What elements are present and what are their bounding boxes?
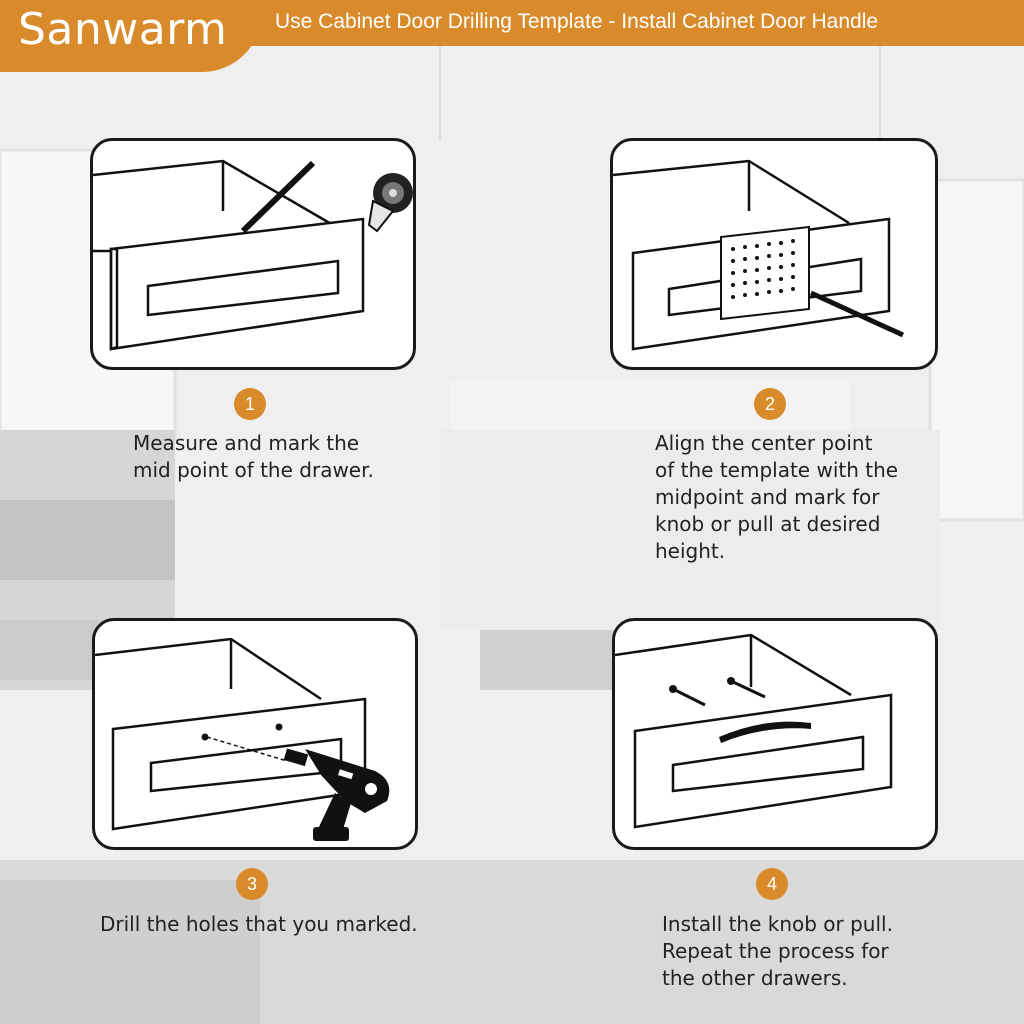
step-3-badge: 3 <box>236 868 268 900</box>
power-drill-icon <box>283 748 390 841</box>
drawer-pull-icon <box>719 721 811 743</box>
screws <box>672 679 766 707</box>
step-1-badge: 1 <box>234 388 266 420</box>
pencil-icon <box>809 290 905 338</box>
drawer-drawing <box>93 159 413 351</box>
drawer-drawing <box>95 637 390 841</box>
step-4-illustration <box>612 618 938 850</box>
ruler-icon <box>240 160 316 234</box>
step-1-illustration <box>90 138 416 370</box>
step-3-caption: Drill the holes that you marked. <box>100 912 418 936</box>
drawer-drawing <box>615 633 893 829</box>
step-4-badge: 4 <box>756 868 788 900</box>
brand-box <box>0 0 262 72</box>
drawer-drawing <box>613 159 905 351</box>
drilling-template-icon <box>720 225 810 321</box>
brand-logo: Sanwarm <box>18 4 228 55</box>
step-2-badge: 2 <box>754 388 786 420</box>
step-2-caption: Align the center point of the template w… <box>655 431 899 563</box>
title-bar <box>250 0 1024 46</box>
step-1-caption: Measure and mark the mid point of the dr… <box>133 431 374 482</box>
step-2-illustration <box>610 138 938 370</box>
page-title: Use Cabinet Door Drilling Template - Ins… <box>275 10 879 33</box>
step-3-illustration <box>92 618 418 850</box>
step-4-caption: Install the knob or pull. Repeat the pro… <box>662 912 893 990</box>
tape-measure-icon <box>367 173 413 233</box>
header: Sanwarm Use Cabinet Door Drilling Templa… <box>0 0 1024 72</box>
drill-marks <box>201 723 283 741</box>
